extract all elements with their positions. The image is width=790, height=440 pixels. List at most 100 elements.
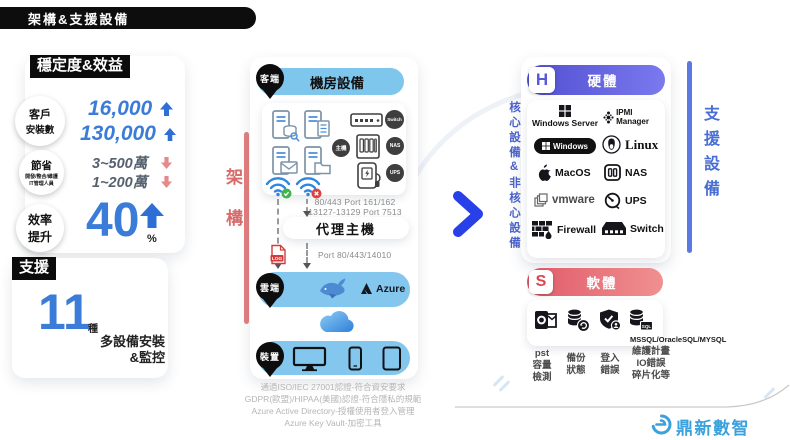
savings-badge-line3: IT管理人員 [29, 181, 54, 187]
customers-badge: 客戶 安裝數 [15, 96, 65, 146]
savings-badge: 節省 開發/整合/維護 IT管理人員 [19, 150, 64, 195]
hw-item-windows: Windows [534, 138, 596, 154]
sw-label-line: IO錯誤 [636, 358, 666, 369]
hw-item-label: Windows Server [531, 118, 599, 128]
apple-icon [538, 164, 551, 181]
sw-label-line: pst [534, 348, 550, 359]
server-mail-icon [270, 145, 300, 184]
ports-line3: Port 80/443/14010 [318, 250, 392, 260]
flow-line [306, 199, 308, 212]
sw-label-backup: 備份 狀態 [560, 353, 592, 377]
brand-logo-icon [650, 413, 673, 440]
hardware-list-panel [527, 100, 665, 258]
customers-value-row1: 16,000 [88, 97, 174, 121]
hw-item-label: Switch [630, 222, 664, 235]
savings-badge-line2: 開發/整合/維護 [25, 174, 58, 180]
support-desc-line2: &監控 [129, 350, 165, 365]
flow-arrow [303, 211, 311, 217]
nas-icon [604, 164, 621, 181]
customers-value1: 16,000 [88, 97, 153, 120]
wifi-error-icon [294, 174, 322, 204]
support-desc-line1: 多設備安裝 [99, 334, 165, 349]
firewall-icon [532, 221, 552, 239]
sw-label-line: 備份 [566, 353, 586, 364]
footnote-line1: 通過ISO/IEC 27001認證-符合資安要求 [260, 382, 406, 392]
nas-badge: NAS [386, 137, 404, 155]
customers-badge-line1: 客戶 [29, 109, 51, 121]
switch-badge-label: Switch [387, 117, 402, 122]
hardware-letter-badge: H [529, 67, 555, 93]
savings-value2: 1~200萬 [92, 175, 148, 191]
sw-label-pst: pst 容量 檢測 [524, 348, 560, 384]
architecture-side-label: 架構 [223, 168, 242, 250]
smartphone-icon [348, 346, 363, 376]
azure-label: Azure [376, 282, 406, 295]
cloud-pin-label: 雲端 [259, 282, 280, 293]
client-pin-badge: 客端 [256, 64, 284, 92]
support-title: 支援 [12, 257, 57, 280]
efficiency-badge-line2: 提升 [27, 230, 52, 244]
sw-label-line: 維護計畫 [631, 346, 670, 357]
footnote-line4: Azure Key Vault-加密工具 [284, 418, 382, 428]
software-letter-badge: S [529, 270, 553, 294]
switch-device-icon [350, 110, 384, 135]
brand-name: 鼎新數智 [676, 419, 750, 438]
proxy-host-pill: 代理主機 [283, 217, 409, 239]
wifi-connected-icon [264, 174, 292, 204]
penguin-icon [602, 135, 621, 154]
hw-item-windows-server: Windows Server [531, 105, 599, 128]
sw-label-line: 登入 [600, 353, 620, 364]
device-pin-label: 裝置 [259, 351, 280, 362]
host-badge-label: 主機 [335, 146, 347, 152]
down-arrow-icon [161, 175, 173, 188]
down-arrow-icon [161, 156, 173, 169]
hw-item-label: vmware [552, 194, 595, 206]
azure-logo: Azure [360, 282, 405, 295]
hw-item-label: IPMI Manager [616, 108, 649, 126]
server-folder-icon [302, 145, 332, 184]
savings-value-row1: 3~500萬 [92, 152, 173, 173]
support-desc: 多設備安裝 &監控 [60, 334, 165, 366]
device-pin-badge: 裝置 [256, 342, 284, 370]
pst-mail-icon [534, 308, 558, 337]
room-title: 機房設備 [310, 75, 364, 91]
switch-icon [602, 222, 626, 235]
hw-item-linux: Linux [602, 135, 658, 154]
server-doc-icon [302, 109, 332, 148]
flow-line [277, 199, 279, 263]
ports-line1: 80/443 Port 161/162 [314, 197, 396, 207]
efficiency-badge-line1: 效率 [27, 213, 52, 227]
hw-item-label: Windows [552, 141, 589, 151]
compliance-footnotes: 通過ISO/IEC 27001認證-符合資安要求 GDPR(歐盟)/HIPAA(… [233, 381, 433, 429]
hw-item-vmware: vmware [534, 193, 595, 207]
hw-item-label: Firewall [557, 224, 597, 236]
up-arrow-icon [140, 203, 164, 228]
ups-device-icon [356, 160, 384, 197]
azure-triangle-icon [361, 283, 372, 294]
page-title: 架構&支援設備 [28, 11, 130, 27]
efficiency-unit: % [147, 233, 157, 245]
efficiency-badge: 效率 提升 [16, 204, 64, 252]
hw-item-label: UPS [625, 194, 647, 207]
sql-database-icon: SQL [628, 308, 654, 337]
sw-label-line: 容量 [532, 360, 552, 371]
monitor-icon [292, 346, 328, 377]
savings-value1: 3~500萬 [92, 156, 148, 172]
whale-icon [316, 277, 350, 305]
footnote-line2: GDPR(歐盟)/HIPAA(美國)認證-符合隱私的規範 [244, 394, 422, 404]
core-devices-label: 核心設備&非核心設備 [508, 101, 520, 252]
ups-badge-label: UPS [389, 170, 401, 176]
hw-item-macos: MacOS [536, 164, 591, 181]
footnote-line3: Azure Active Directory-授權使用者登入管理 [251, 406, 415, 416]
windows-logo-icon [559, 105, 571, 117]
efficiency-value: 40 [86, 194, 140, 247]
customers-value2: 130,000 [80, 122, 156, 145]
chevron-right-icon [453, 191, 483, 237]
nas-badge-label: NAS [389, 143, 401, 149]
sw-label-line: 狀態 [566, 365, 586, 376]
login-shield-icon [598, 308, 622, 337]
support-divider-line [687, 61, 692, 253]
nas-device-icon [355, 133, 382, 165]
server-db-icon [270, 109, 300, 148]
client-pin-label: 客端 [259, 73, 280, 84]
